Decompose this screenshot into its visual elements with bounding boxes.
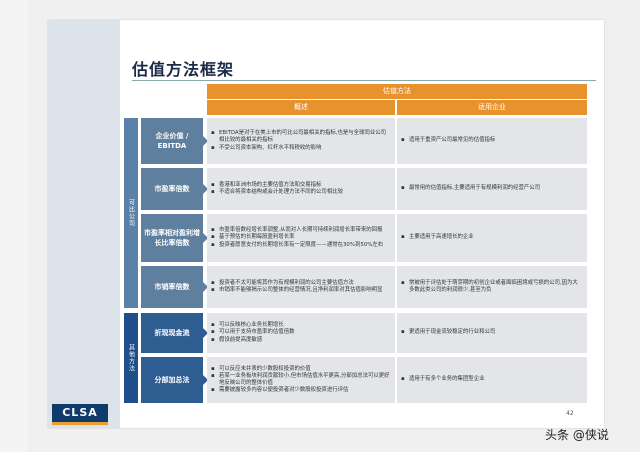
list-item: ▪更适用于现金流较稳定的行业和公司	[401, 329, 496, 336]
applicable-cell: ▪适用于有多个业务的集团型企业	[397, 357, 587, 403]
table-header-applicable: 适用企业	[397, 100, 587, 115]
row-arrow	[203, 233, 208, 243]
applicable-cell: ▪最常用的估值指标,主要适用于有规模利润的经营产公司	[397, 168, 587, 210]
list-item: ▪假设前提高度敏感	[211, 336, 263, 343]
list-item: ▪若某一业务板块利润贡献较小,但市场估值水平更高,分部加总法可以更好地反映公司的…	[211, 372, 390, 386]
watermark-text: 头条 @侠说	[545, 428, 609, 442]
group-label-comparable: 可比公司	[124, 118, 138, 308]
overview-cell: ▪市盈率倍数经增长率调整,从而对人长期可持续利润增长率带来的回报 ▪基于预估的长…	[207, 214, 395, 262]
row-label-dcf: 折现现金流	[141, 313, 203, 353]
row-arrow	[203, 375, 208, 385]
list-item: ▪需要披露较多内容以便投资者对少数股权投资进行评估	[211, 387, 349, 394]
list-item: ▪最常用的估值指标,主要适用于有规模利润的经营产公司	[401, 185, 541, 192]
clsa-logo: CLSA	[52, 404, 108, 425]
watermark: 头条 @侠说	[545, 426, 609, 443]
side-strip	[0, 0, 28, 452]
list-item: ▪主要适用于高速增长的企业	[401, 234, 474, 241]
list-item: ▪适用于有多个业务的集团型企业	[401, 376, 485, 383]
list-item: ▪不受公司资本架构、杠杆水平和税收的影响	[211, 144, 322, 151]
row-arrow	[203, 184, 208, 194]
overview-cell: ▪可以反映核心业务长期增长 ▪可以用于支持市盈率的估值倍数 ▪假设前提高度敏感	[207, 313, 395, 353]
applicable-cell: ▪更适用于现金流较稳定的行业和公司	[397, 313, 587, 353]
list-item: ▪市销率不能够揭示公司整体的经营情况,且净利润率对其估值影响明显	[211, 287, 383, 293]
row-label-ev-ebitda: 企业价值 / EBITDA	[141, 118, 203, 164]
table-header-main: 估值方法	[207, 84, 587, 99]
applicable-cell: ▪常被用于评估处于萌芽期的初创企业或者面临困境或亏损的公司,因为大多数此类公司的…	[397, 266, 587, 308]
overview-cell: ▪EBITDA是对于在美上市的可比公司最相关的指标,也是与全球同业公司相比较的最…	[207, 118, 395, 164]
list-item: ▪投资者不太可能将其作为有规模利润的公司主要估值方法	[211, 279, 354, 286]
overview-cell: ▪投资者不太可能将其作为有规模利润的公司主要估值方法 ▪市销率不能够揭示公司整体…	[207, 266, 395, 308]
list-item: ▪基于预估的长期每股盈利增长率	[211, 234, 295, 241]
list-item: ▪不适合将资本结构或会计处理方法不同的公司相比较	[211, 189, 343, 195]
list-item: ▪可以反映核心业务长期增长	[211, 322, 284, 329]
row-label-sotp: 分部加总法	[141, 357, 203, 403]
row-arrow	[203, 328, 208, 338]
list-item: ▪适用于重资产公司最常见的估值指标	[401, 137, 496, 144]
list-item: ▪香港和亚洲市场的主要估值方法和交易指标	[211, 181, 322, 188]
list-item: ▪常被用于评估处于萌芽期的初创企业或者面临困境或亏损的公司,因为大多数此类公司的…	[401, 279, 578, 293]
page-number: 42	[566, 410, 574, 417]
overview-cell: ▪可以反应未并表的少数股权投资的价值 ▪若某一业务板块利润贡献较小,但市场估值水…	[207, 357, 395, 403]
list-item: ▪可以反应未并表的少数股权投资的价值	[211, 365, 311, 372]
title-rule	[132, 80, 596, 81]
applicable-cell: ▪适用于重资产公司最常见的估值指标	[397, 118, 587, 164]
group-label-other: 其他方法	[124, 313, 138, 403]
list-item: ▪EBITDA是对于在美上市的可比公司最相关的指标,也是与全球同业公司相比较的最…	[211, 130, 386, 144]
list-item: ▪市盈率倍数经增长率调整,从而对人长期可持续利润增长率带来的回报	[211, 227, 383, 234]
overview-cell: ▪香港和亚洲市场的主要估值方法和交易指标 ▪不适合将资本结构或会计处理方法不同的…	[207, 168, 395, 210]
row-label-pe: 市盈率倍数	[141, 168, 203, 210]
applicable-cell: ▪主要适用于高速增长的企业	[397, 214, 587, 262]
row-arrow	[203, 136, 208, 146]
table-header-overview: 概述	[207, 100, 395, 115]
list-item: ▪投资者愿意支付的长期增长率有一定限度——通常在30%到50%左右	[211, 241, 384, 248]
row-label-peg: 市盈率相对盈利增长比率倍数	[141, 214, 203, 262]
list-item: ▪可以用于支持市盈率的估值倍数	[211, 329, 295, 336]
page-title: 估值方法框架	[132, 60, 235, 79]
slide-left-bar	[48, 20, 120, 428]
row-label-ps: 市销率倍数	[141, 266, 203, 308]
row-arrow	[203, 282, 208, 292]
